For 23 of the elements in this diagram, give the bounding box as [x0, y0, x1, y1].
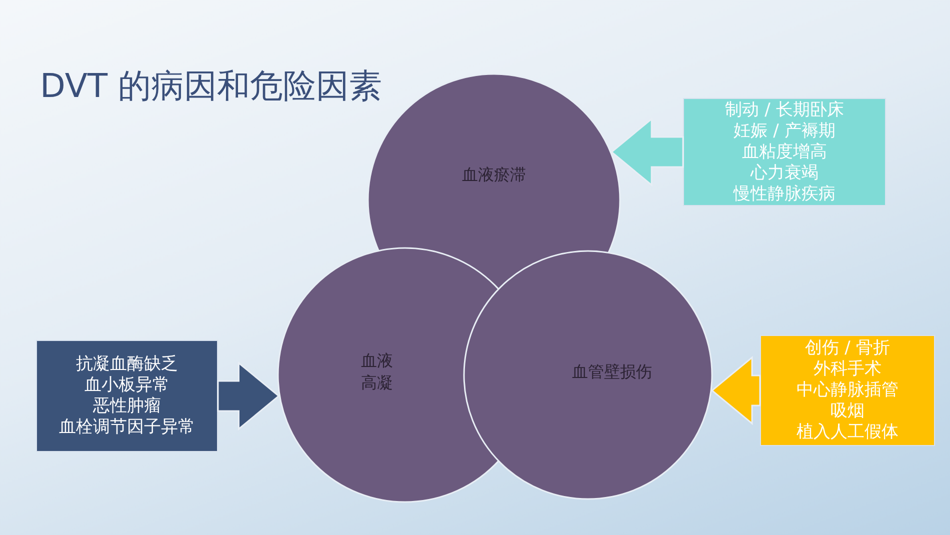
list-item: 制动 / 长期卧床: [725, 100, 844, 120]
circle-label: 血液高凝: [360, 350, 394, 394]
list-item: 中心静脉插管: [796, 380, 898, 401]
text-box: [36, 340, 218, 452]
list-item: 血栓调节因子异常: [59, 417, 195, 438]
list-item: 吸烟: [830, 401, 864, 422]
list-item: 妊娠 / 产褥期: [734, 120, 836, 142]
list-item: 恶性肿瘤: [93, 396, 161, 417]
slide-title: DVT 的病因和危险因素: [40, 65, 382, 107]
block-arrow: [710, 356, 761, 426]
list-item: 创伤 / 骨折: [805, 338, 890, 359]
list-item: 抗凝血酶缺乏: [76, 354, 178, 375]
circle-label: 血液瘀滞: [461, 164, 527, 186]
list-item: 血粘度增高: [742, 142, 827, 162]
list-item: 心力衰竭: [750, 162, 818, 184]
list-item: 血小板异常: [84, 375, 170, 396]
circle-label: 血管壁损伤: [571, 361, 653, 383]
text-box: [760, 335, 935, 446]
list-item: 外科手术: [814, 359, 882, 380]
block-arrow: [217, 361, 280, 431]
list-item: 慢性静脉疾病: [734, 184, 836, 204]
text-box: [683, 98, 886, 206]
list-item: 植入人工假体: [796, 422, 898, 443]
